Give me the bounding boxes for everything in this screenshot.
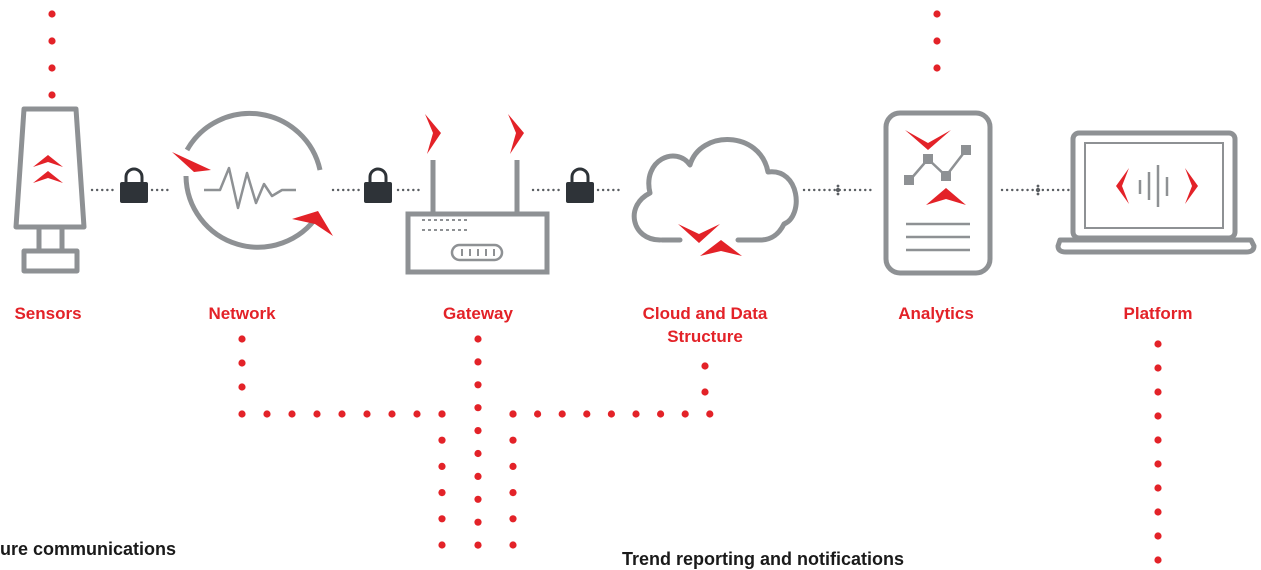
- red-dot: [1154, 460, 1162, 468]
- red-dot: [583, 410, 591, 418]
- red-dot: [474, 495, 482, 503]
- node-label-cloud: Cloud and Data Structure: [642, 304, 768, 346]
- tablet-chart-icon: [883, 110, 993, 276]
- link-junction-dots: [835, 184, 1041, 196]
- red-dot: [48, 10, 56, 18]
- red-dot: [438, 410, 446, 418]
- red-dot: [48, 37, 56, 45]
- red-dot: [474, 472, 482, 480]
- red-dot: [509, 489, 517, 497]
- red-dot: [474, 381, 482, 389]
- red-dot: [1154, 340, 1162, 348]
- red-dot: [607, 410, 616, 418]
- red-dot: [238, 359, 246, 367]
- red-dot: [474, 449, 482, 458]
- red-dot: [474, 541, 482, 549]
- red-dot: [1154, 388, 1162, 396]
- red-dot: [534, 410, 542, 418]
- red-dot: [701, 362, 709, 370]
- red-dot: [933, 37, 941, 45]
- red-dot: [1154, 364, 1162, 372]
- red-dot: [474, 404, 482, 412]
- caption-secure-communications: ure communications: [0, 539, 177, 559]
- red-dot: [263, 410, 271, 418]
- lock-icon: [364, 167, 392, 203]
- laptop-icon: [1055, 130, 1257, 255]
- red-dot: [681, 410, 689, 418]
- red-dot: [338, 410, 346, 418]
- red-dot: [388, 410, 396, 418]
- red-dot: [509, 410, 517, 418]
- red-dot: [1154, 436, 1162, 444]
- red-dot: [438, 462, 446, 470]
- red-dot: [701, 388, 709, 396]
- red-dotted-connectors: [48, 10, 1162, 564]
- red-dot: [706, 410, 714, 418]
- red-dot: [1154, 508, 1162, 516]
- red-dot: [509, 515, 517, 523]
- red-dot: [632, 410, 640, 418]
- lock-icon: [566, 167, 594, 203]
- red-dot: [238, 335, 246, 343]
- red-dot: [1154, 412, 1162, 420]
- red-dot: [1154, 484, 1162, 492]
- red-dot: [438, 489, 446, 497]
- node-label-sensors: Sensors: [14, 304, 82, 323]
- red-dot: [238, 383, 246, 391]
- red-dot: [933, 10, 941, 18]
- red-dot: [238, 410, 246, 418]
- red-dot: [48, 91, 56, 99]
- red-dot: [474, 358, 482, 366]
- red-dot: [509, 436, 517, 444]
- red-dot: [363, 410, 371, 418]
- red-dot: [48, 64, 56, 72]
- red-dot: [413, 410, 421, 418]
- red-dot: [474, 518, 482, 526]
- sensor-icon: [13, 106, 87, 274]
- lock-icon: [120, 167, 148, 203]
- caption-trend-reporting: Trend reporting and notifications: [622, 549, 905, 569]
- red-dot: [933, 64, 941, 72]
- node-label-network: Network: [208, 304, 276, 323]
- red-dot: [438, 515, 446, 523]
- node-label-gateway: Gateway: [443, 304, 513, 323]
- network-icon: [172, 110, 333, 250]
- red-dot: [438, 436, 446, 444]
- red-dot: [1154, 556, 1162, 564]
- red-dot: [1154, 532, 1162, 540]
- red-dot: [288, 410, 296, 418]
- red-dot: [657, 410, 665, 418]
- cloud-icon: [631, 137, 799, 256]
- red-dot: [474, 335, 482, 343]
- red-dot: [509, 462, 517, 470]
- red-dot: [313, 410, 321, 418]
- red-dot: [438, 541, 446, 549]
- node-label-platform: Platform: [1123, 304, 1193, 323]
- node-label-analytics: Analytics: [898, 304, 974, 323]
- red-dot: [474, 427, 482, 435]
- red-dot: [509, 541, 517, 549]
- router-icon: [405, 114, 550, 275]
- red-dot: [558, 410, 566, 418]
